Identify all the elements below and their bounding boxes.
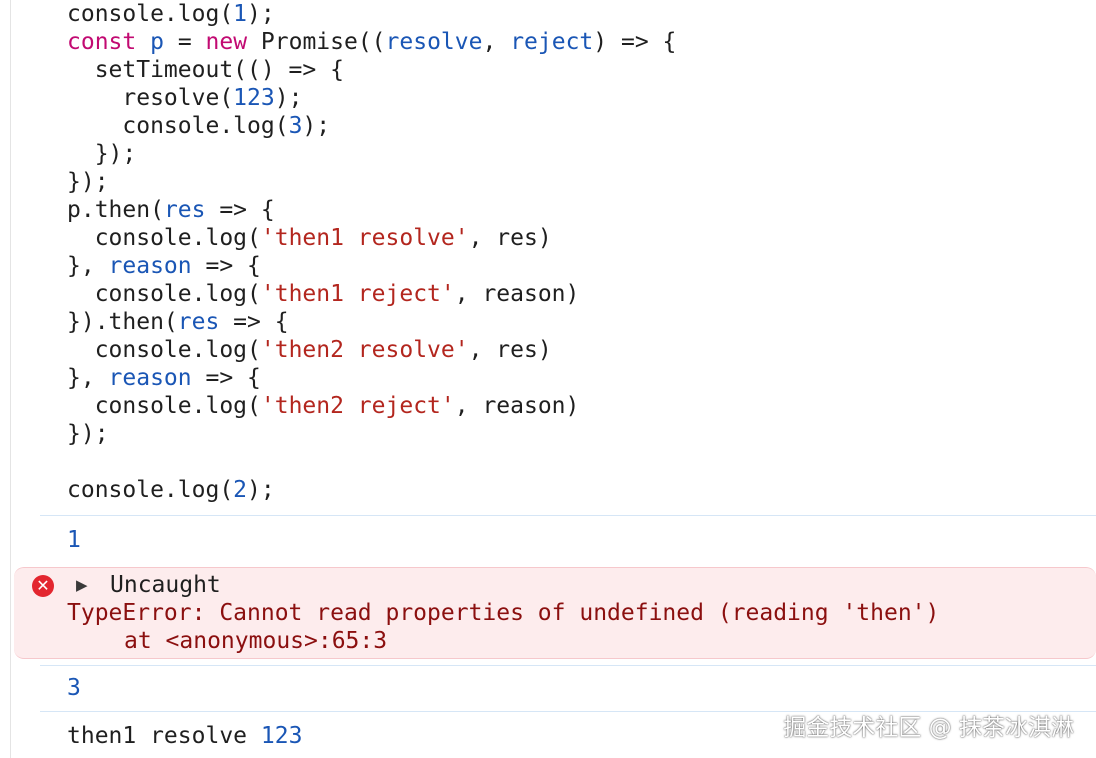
console-output-value: 1 [67,527,81,553]
code-token: p [150,29,164,55]
code-token: 2 [233,477,248,503]
code-token: console.log( [67,337,261,363]
code-token: => { [191,253,261,279]
code-token: }); [67,421,109,447]
code-token: => { [219,309,289,335]
code-token: console.log( [67,113,289,139]
code-line: console.log('then2 reject', reason) [67,392,676,420]
code-token: , reason) [454,281,580,307]
code-token: ); [247,477,275,503]
code-token: => { [205,197,275,223]
code-token: 123 [233,85,275,111]
console-divider [40,665,1096,666]
code-token: ); [274,85,303,111]
code-token: console.log( [67,1,234,27]
code-token: reason [108,253,192,279]
code-line [67,448,676,476]
code-line: }).then(res => { [67,308,676,336]
code-token: , res) [468,337,552,363]
code-token: 'then2 resolve' [260,337,469,363]
code-token: console.log( [67,281,261,307]
code-line: console.log('then1 resolve', res) [67,224,676,252]
error-stack-location[interactable]: at <anonymous>:65:3 [124,628,388,654]
code-token: console.log( [67,393,261,419]
code-token: , reason) [454,393,580,419]
code-token: Promise(( [247,29,386,55]
code-line: console.log(1); [67,0,676,28]
error-circle-icon: ✕ [32,575,54,597]
code-line: }); [67,140,676,168]
log-text: then1 resolve [67,723,261,749]
code-token: res [163,197,206,223]
code-token: setTimeout(() => { [67,57,344,83]
code-token: = [163,29,206,55]
code-token: const [67,29,137,55]
console-input-code: console.log(1);const p = new Promise((re… [67,0,676,504]
log-value: 123 [260,723,303,749]
code-token: , res) [468,225,552,251]
code-token: reject [510,29,594,55]
code-token: resolve( [67,85,234,111]
code-line: setTimeout(() => { [67,56,676,84]
code-token: ); [302,113,331,139]
code-token: }, [67,253,109,279]
code-token: }); [67,169,109,195]
code-token: p.then( [67,197,164,223]
code-line: const p = new Promise((resolve, reject) … [67,28,676,56]
code-token: }, [67,365,109,391]
error-title[interactable]: Uncaught [110,572,221,598]
code-token: ); [247,1,275,27]
watermark: 掘金技术社区 @ 抹茶冰淇淋 [783,715,1074,741]
error-message-text: TypeError: Cannot read properties of und… [67,600,940,626]
code-line: p.then(res => { [67,196,676,224]
code-token: => { [191,365,261,391]
console-error-message: ✕ ▶ Uncaught TypeError: Cannot read prop… [14,567,1096,659]
code-token: 'then1 resolve' [260,225,469,251]
code-token: reason [108,365,192,391]
code-token: 'then1 reject' [260,281,455,307]
console-divider [40,711,1096,712]
code-token: 3 [288,113,303,139]
code-token: 1 [233,1,248,27]
console-output-value: 3 [67,675,81,701]
code-line: resolve(123); [67,84,676,112]
code-line: console.log('then2 resolve', res) [67,336,676,364]
code-line: }); [67,420,676,448]
triangle-right-icon[interactable]: ▶ [76,576,88,594]
code-token: }); [67,141,137,167]
code-line: }, reason => { [67,252,676,280]
code-line: console.log('then1 reject', reason) [67,280,676,308]
code-line: console.log(3); [67,112,676,140]
code-line: }); [67,168,676,196]
code-line: }, reason => { [67,364,676,392]
code-token: console.log( [67,225,261,251]
code-token [136,29,150,55]
console-log-output: then1 resolve 123 [67,722,302,750]
code-token: ) => { [593,29,677,55]
code-token: , [482,29,511,55]
code-token: res [177,309,220,335]
code-token: }).then( [67,309,178,335]
console-divider [40,515,1096,516]
code-token: 'then2 reject' [260,393,455,419]
code-token: new [205,29,248,55]
code-token: resolve [385,29,483,55]
code-token: console.log( [67,477,234,503]
console-gutter-line [10,0,11,758]
code-line: console.log(2); [67,476,676,504]
